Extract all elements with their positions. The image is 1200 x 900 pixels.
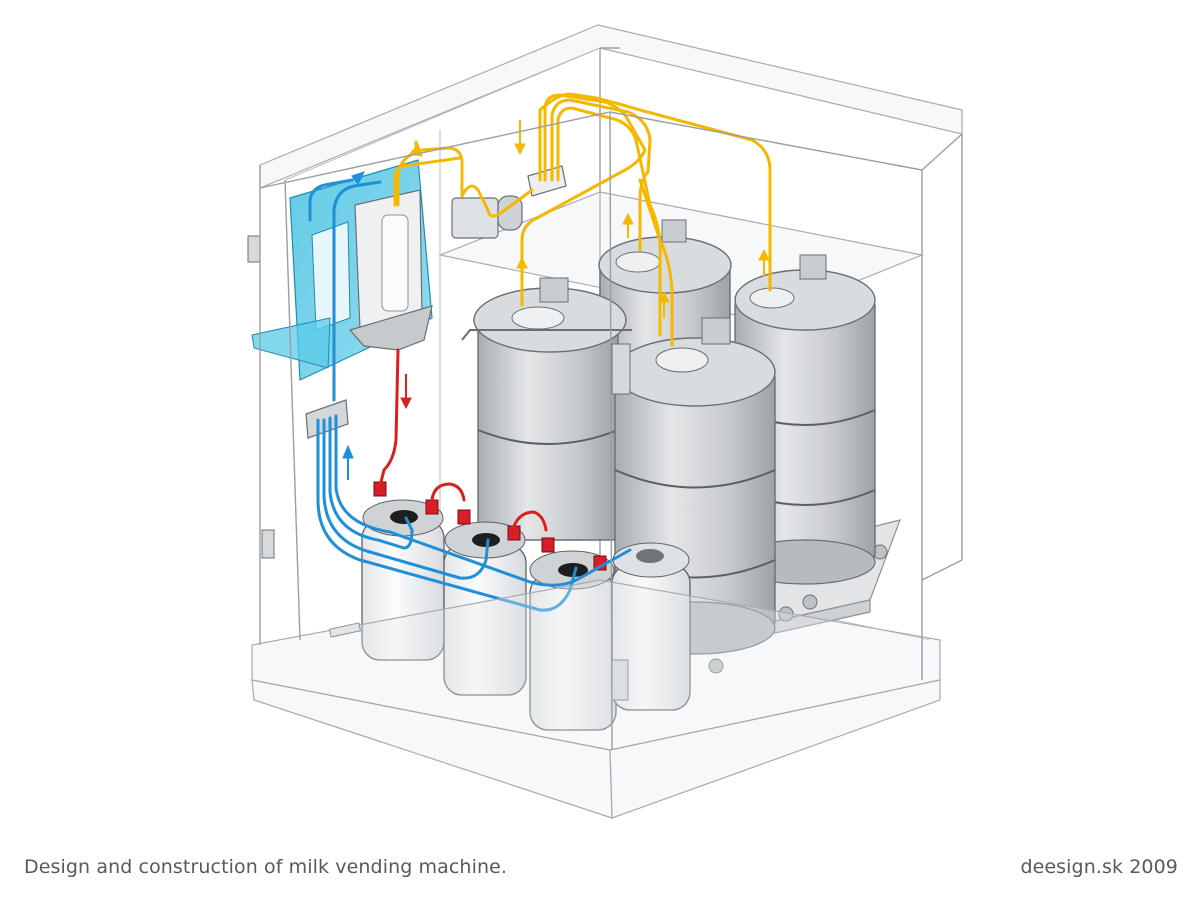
dispenser-cup-unit	[348, 189, 433, 351]
milk-supply-lines	[393, 92, 772, 347]
return-lines	[378, 348, 548, 532]
return-flow-arrow	[400, 374, 412, 410]
figure-caption: Design and construction of milk vending …	[24, 856, 508, 878]
control-box	[305, 399, 349, 439]
cold-lines	[308, 178, 632, 612]
cabinet-front-frame	[251, 47, 963, 819]
cold-flow-arrows	[342, 171, 365, 480]
cleaning-canister-2	[425, 499, 527, 696]
figure-credit: deesign.sk 2009	[1020, 856, 1178, 878]
cabinet-top-rim	[259, 24, 963, 189]
distribution-manifold	[527, 165, 567, 197]
milk-tank-1	[461, 277, 632, 541]
cleaning-canister-3	[507, 525, 617, 731]
